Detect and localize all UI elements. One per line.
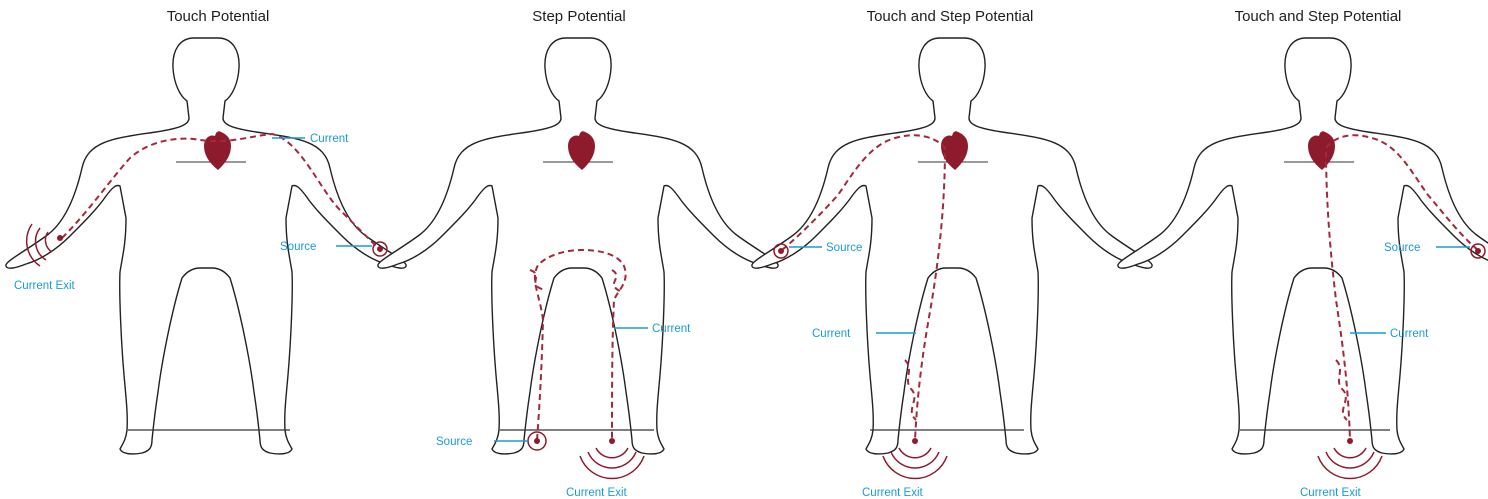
exit-wave-4b (1326, 452, 1374, 468)
source-label-1: Source (280, 241, 316, 253)
panel-2-figure: Current Source Current Exit (378, 38, 778, 499)
source-dot-4 (1475, 248, 1481, 254)
source-dot-1 (377, 246, 383, 252)
current-label-4: Current (1390, 328, 1429, 340)
panel-4-figure: Source Current Current Exit (1118, 38, 1488, 499)
exit-dot-3 (912, 438, 918, 444)
exit-wave-3b (891, 452, 939, 468)
exit-dot-2 (609, 438, 615, 444)
body-outline-3 (752, 38, 1152, 454)
panel-1-figure: Current Source Current Exit (6, 38, 406, 454)
current-label-2: Current (652, 323, 691, 335)
exit-label-1: Current Exit (14, 280, 76, 292)
current-zigzag-4 (1336, 360, 1347, 420)
source-dot-2 (534, 438, 540, 444)
exit-dot-4 (1347, 438, 1353, 444)
exit-wave-3 (899, 448, 931, 458)
source-dot-3 (778, 248, 784, 254)
exit-label-2: Current Exit (566, 487, 628, 499)
exit-dot-1 (57, 235, 63, 241)
body-outline-2 (378, 38, 778, 454)
body-outline-4 (1118, 38, 1488, 454)
panel-3-figure: Source Current Current Exit (752, 38, 1152, 499)
current-label-3: Current (812, 328, 851, 340)
current-label-1: Current (310, 133, 349, 145)
source-label-4: Source (1384, 242, 1420, 254)
exit-wave-2b (588, 452, 636, 468)
exit-label-3: Current Exit (862, 487, 924, 499)
exit-wave-2 (596, 448, 628, 458)
source-label-3: Source (826, 242, 862, 254)
source-label-2: Source (436, 436, 472, 448)
exit-wave-4 (1334, 448, 1366, 458)
exit-label-4: Current Exit (1300, 487, 1362, 499)
